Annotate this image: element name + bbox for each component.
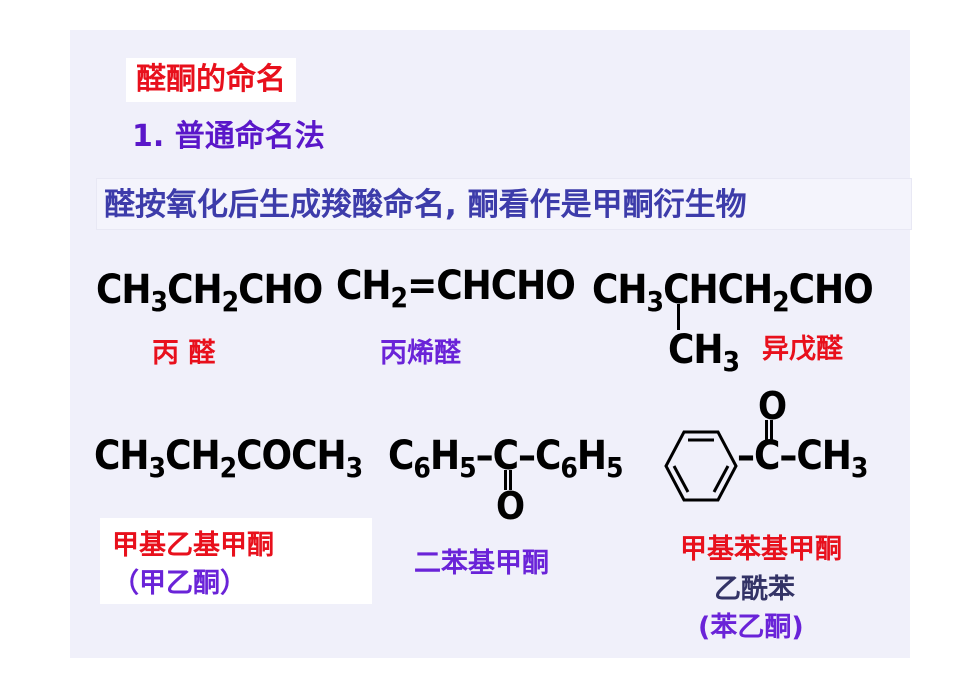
name-propenal: 丙烯醛 [380, 338, 461, 369]
rule-highlight-box [96, 178, 912, 230]
name-acetophenone-alt2: (苯乙酮) [698, 612, 804, 643]
acetophenone-oxygen: O [758, 384, 788, 428]
name-acetophenone-alt1: 乙酰苯 [714, 574, 795, 605]
acetophenone-double-bond [765, 420, 773, 440]
benzene-ring-icon [664, 430, 738, 502]
name-butanone-alt: （甲乙酮） [112, 568, 247, 599]
formula-propenal: CH2=CHCHO [336, 263, 576, 314]
formula-isopentanal-branch: CH3 [668, 327, 740, 378]
formula-benzophenone: C6H5–C–C6H5 [388, 433, 624, 484]
carbonyl-double-bond [504, 470, 512, 490]
slide-title: 醛酮的命名 [126, 58, 296, 102]
slide-subtitle: 1. 普通命名法 [132, 119, 325, 154]
formula-isopentanal: CH3CHCH2CHO [592, 267, 874, 318]
formula-acetophenone: –C–CH3 [737, 433, 868, 484]
carbonyl-oxygen: O [496, 484, 526, 528]
formula-butanone: CH3CH2COCH3 [94, 433, 363, 484]
name-isopentanal: 异戊醛 [762, 334, 843, 365]
formula-propanal: CH3CH2CHO [96, 267, 323, 318]
naming-rule: 醛按氧化后生成羧酸命名, 酮看作是甲酮衍生物 [104, 187, 747, 223]
name-highlight-box [100, 518, 372, 604]
name-acetophenone: 甲基苯基甲酮 [680, 534, 842, 565]
branch-bond [677, 304, 680, 330]
name-propanal: 丙 醛 [152, 338, 216, 369]
name-benzophenone: 二苯基甲酮 [414, 548, 549, 579]
name-butanone: 甲基乙基甲酮 [112, 530, 274, 561]
